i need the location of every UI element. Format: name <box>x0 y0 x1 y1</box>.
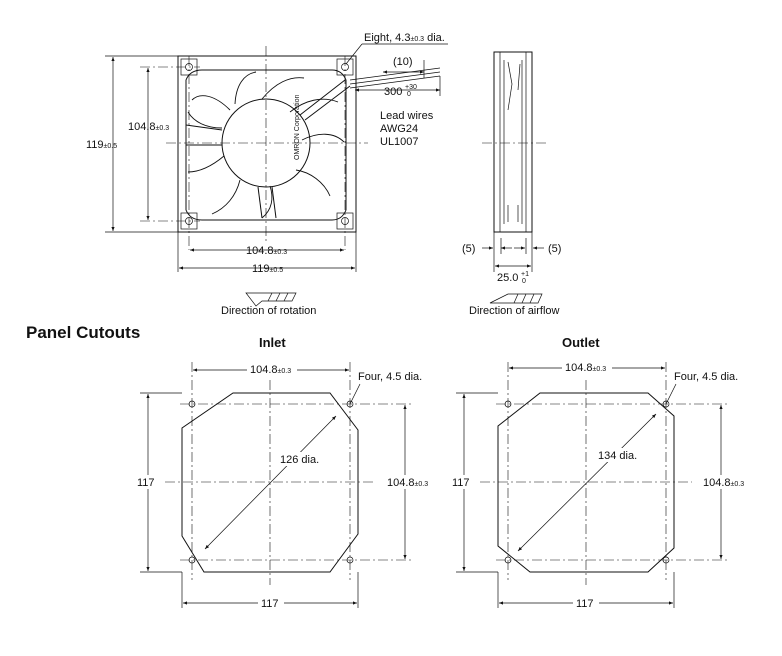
lead-wires-standard: UL1007 <box>380 136 419 148</box>
lead-length-paren: (10) <box>393 56 413 68</box>
outlet-size-vertical: 117 <box>452 477 470 489</box>
airflow-arrow-icon <box>489 293 543 304</box>
rotation-label: Direction of rotation <box>221 305 316 317</box>
side-depth-tol-top: +1 <box>521 271 529 278</box>
panel-cutouts-title: Panel Cutouts <box>26 323 140 342</box>
outlet-mount-right: 104.8±0.3 <box>703 477 744 489</box>
lead-wires-gauge: AWG24 <box>380 123 418 135</box>
inlet-holes-note: Four, 4.5 dia. <box>358 371 422 383</box>
lead-wire <box>349 71 441 85</box>
side-depth-tol-bot: 0 <box>522 278 526 285</box>
fan-front-dimensions: 104.8±0.3 119±0.5 104.8±0.3 119±0.5 Eigh… <box>86 32 448 275</box>
rotation-arrow-icon <box>245 292 297 307</box>
inlet-title: Inlet <box>259 335 286 350</box>
side-depth: 25.0 <box>497 272 518 284</box>
holes-note: Eight, 4.3±0.3 dia. <box>364 32 445 44</box>
fan-side-view <box>482 51 546 272</box>
lead-length-tol-top: +30 <box>405 84 417 91</box>
fan-opening <box>185 69 347 221</box>
outlet-size-horizontal: 117 <box>576 598 594 610</box>
fan-front-view: OMRON Corporation <box>140 46 441 250</box>
lead-wire <box>349 75 441 89</box>
fan-spoke <box>185 124 223 131</box>
fan-spoke <box>304 85 351 121</box>
airflow-label: Direction of airflow <box>469 305 560 317</box>
outlet-mount-top: 104.8±0.3 <box>565 362 606 374</box>
lead-wires-label: Lead wires <box>380 110 434 122</box>
outlet-outline <box>497 392 675 573</box>
fan-spoke <box>299 79 346 116</box>
inlet-size-vertical: 117 <box>137 477 155 489</box>
fan-spoke <box>271 186 277 219</box>
inlet-mount-right: 104.8±0.3 <box>387 477 428 489</box>
inlet-cutout <box>140 362 412 608</box>
lead-length-tol-bot: 0 <box>407 91 411 98</box>
fan-spoke <box>257 186 263 219</box>
dim-mount-vertical: 104.8±0.3 <box>128 121 169 133</box>
dim-body-horizontal: 119±0.5 <box>252 263 283 275</box>
inlet-diameter: 126 dia. <box>280 454 319 466</box>
fan-blades <box>187 71 345 219</box>
outlet-title: Outlet <box>562 335 600 350</box>
side-left-gap: (5) <box>462 243 475 255</box>
outlet-cutout <box>456 362 728 608</box>
inlet-outline <box>181 392 359 573</box>
hub-label: OMRON Corporation <box>294 95 301 160</box>
dim-mount-horizontal: 104.8±0.3 <box>246 245 287 257</box>
fan-corner-holes <box>180 58 354 230</box>
inlet-size-horizontal: 117 <box>261 598 279 610</box>
outlet-diameter: 134 dia. <box>598 450 637 462</box>
outlet-holes-note: Four, 4.5 dia. <box>674 371 738 383</box>
side-dimensions: (5) (5) 25.0 +1 0 <box>462 238 561 285</box>
lead-length: 300 <box>384 86 402 98</box>
lead-wire <box>349 67 441 81</box>
side-right-gap: (5) <box>548 243 561 255</box>
dim-body-vertical: 119±0.5 <box>86 139 117 151</box>
fan-frame <box>177 55 357 233</box>
inlet-mount-top: 104.8±0.3 <box>250 364 291 376</box>
